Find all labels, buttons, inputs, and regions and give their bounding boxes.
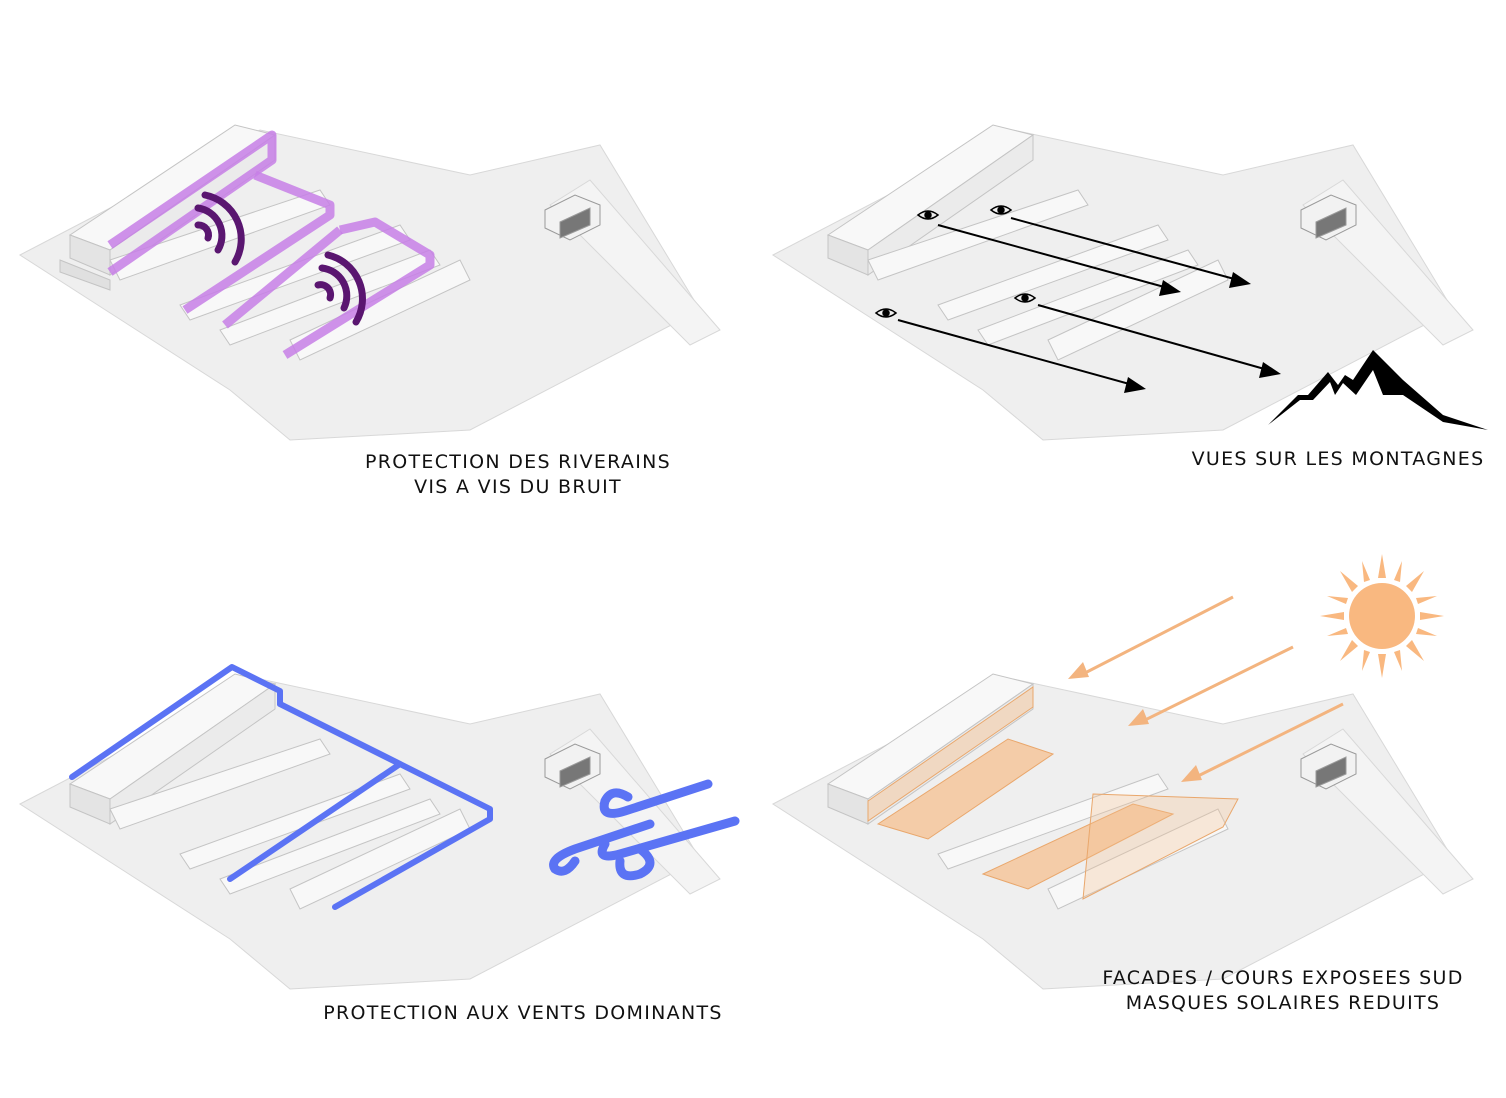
sun-arrow-heads xyxy=(1068,662,1202,782)
wind-barrier xyxy=(69,664,493,910)
arrow-heads xyxy=(1124,272,1281,393)
noise-barrier xyxy=(107,130,435,359)
caption-line-2: VIS A VIS DU BRUIT xyxy=(414,476,622,498)
exposed-courts xyxy=(867,686,1239,900)
small-houses xyxy=(1300,194,1357,241)
caption-wind: PROTECTION AUX VENTS DOMINANTS xyxy=(298,1001,748,1026)
caption-views: VUES SUR LES MONTAGNES xyxy=(1158,447,1506,472)
buildings xyxy=(826,124,1229,361)
site-axonometric-noise xyxy=(19,124,721,441)
caption-line-1: PROTECTION AUX VENTS DOMINANTS xyxy=(323,1002,723,1024)
caption-line-1: VUES SUR LES MONTAGNES xyxy=(1191,448,1485,470)
view-arrows xyxy=(897,217,1269,386)
panel-wind: PROTECTION AUX VENTS DOMINANTS xyxy=(0,549,753,1098)
buildings xyxy=(826,673,1229,910)
sun-arrows xyxy=(1082,595,1344,779)
wind-icon xyxy=(549,779,740,881)
caption-line-2: MASQUES SOLAIRES REDUITS xyxy=(1125,992,1441,1014)
panel-sun: FACADES / COURS EXPOSEES SUD MASQUES SOL… xyxy=(753,549,1506,1098)
sound-wave-icon xyxy=(194,191,366,326)
panel-views: VUES SUR LES MONTAGNES xyxy=(753,0,1506,549)
mountain-icon xyxy=(1268,350,1488,430)
small-houses xyxy=(544,743,601,790)
caption-sun: FACADES / COURS EXPOSEES SUD MASQUES SOL… xyxy=(1083,966,1483,1016)
eye-icon xyxy=(874,205,1037,318)
panel-noise: PROTECTION DES RIVERAINS VIS A VIS DU BR… xyxy=(0,0,753,549)
site-axonometric-wind xyxy=(19,664,740,990)
caption-line-1: FACADES / COURS EXPOSEES SUD xyxy=(1102,967,1464,989)
small-houses xyxy=(544,194,601,241)
site-axonometric-sun xyxy=(772,554,1474,990)
small-houses xyxy=(1300,743,1357,790)
site-axonometric-views xyxy=(772,124,1488,441)
sun-icon xyxy=(1320,554,1444,678)
caption-noise: PROTECTION DES RIVERAINS VIS A VIS DU BR… xyxy=(338,450,698,500)
caption-line-1: PROTECTION DES RIVERAINS xyxy=(365,451,671,473)
